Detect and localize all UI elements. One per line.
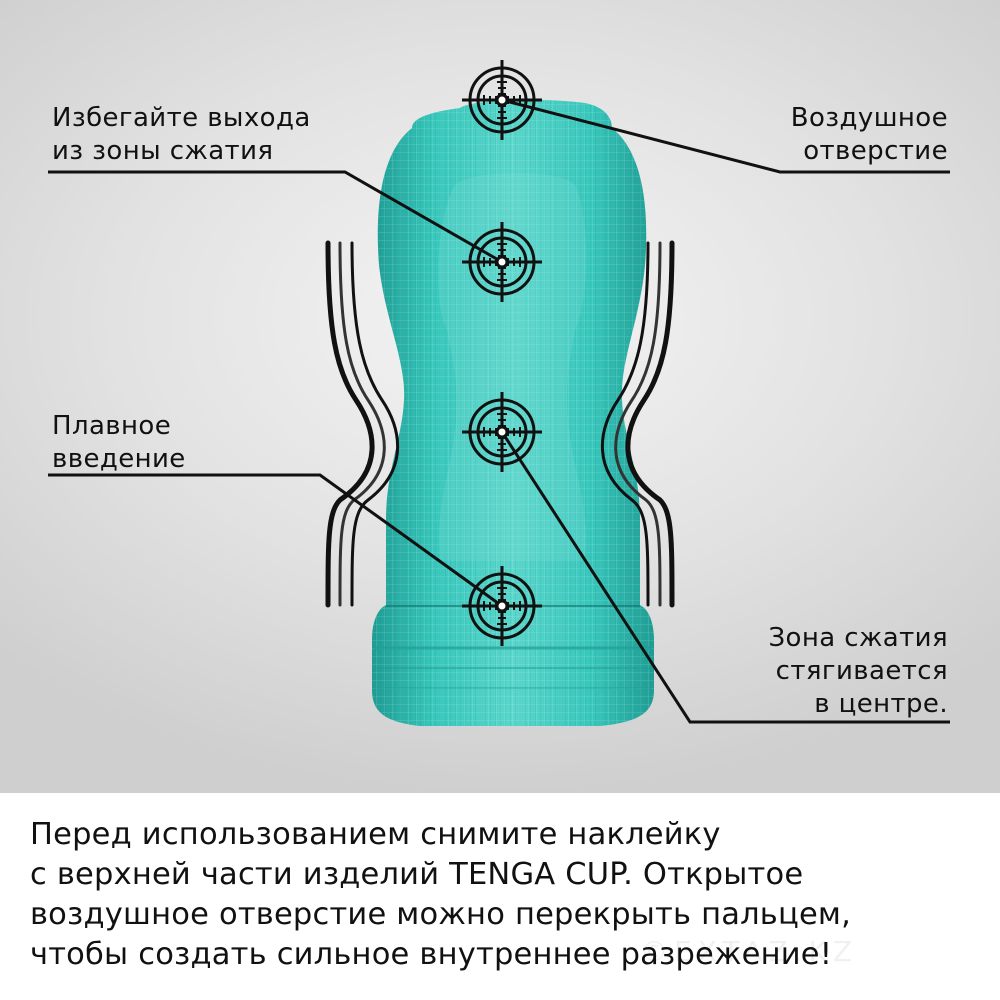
crosshair-icon-top [462,60,542,140]
crosshair-icon-middle [462,392,542,472]
label-smooth-entry-line-2: введение [52,444,186,474]
squeeze-wave-icon-right [601,240,675,608]
label-air-hole-line-1: Воздушное [790,103,948,133]
label-compression-zone: Зона сжатия стягивается в центре. [768,622,948,721]
caption-line-1: Перед использованием снимите наклейку [30,817,721,852]
leader-smooth-entry [48,473,503,608]
caption-line-3: воздушное отверстие можно перекрыть паль… [30,897,852,932]
crosshair-icon-lower [462,566,542,646]
label-avoid-exit-line-1: Избегайте выхода [52,103,311,133]
leader-avoid-exit [48,170,503,264]
crosshair-icon-upper [462,222,542,302]
caption-line-4: чтобы создать сильное внутреннее разреже… [30,937,833,972]
leader-lines [48,98,950,724]
label-compression-zone-line-3: в центре. [814,689,948,719]
leader-compression-zone [500,431,950,724]
label-air-hole-line-2: отверстие [803,136,948,166]
watermark: ©EXTAZ.KZ [640,935,859,968]
label-smooth-entry-line-1: Плавное [52,411,172,441]
leader-air-hole [501,98,950,174]
label-compression-zone-line-1: Зона сжатия [768,623,948,653]
label-air-hole: Воздушное отверстие [791,102,948,168]
label-avoid-exit-line-2: из зоны сжатия [52,136,274,166]
cup-diagram [48,60,950,727]
squeeze-wave-icon-left [325,240,399,608]
label-avoid-exit: Избегайте выхода из зоны сжатия [52,102,311,168]
label-smooth-entry: Плавное введение [52,410,186,476]
instruction-caption: Перед использованием снимите наклейку с … [30,815,970,975]
caption-line-2: с верхней части изделий TENGA CUP. Откры… [30,857,804,892]
tenga-cup [372,99,654,727]
label-compression-zone-line-2: стягивается [775,656,948,686]
diagram-panel: Избегайте выхода из зоны сжатия Воздушно… [0,0,1000,793]
